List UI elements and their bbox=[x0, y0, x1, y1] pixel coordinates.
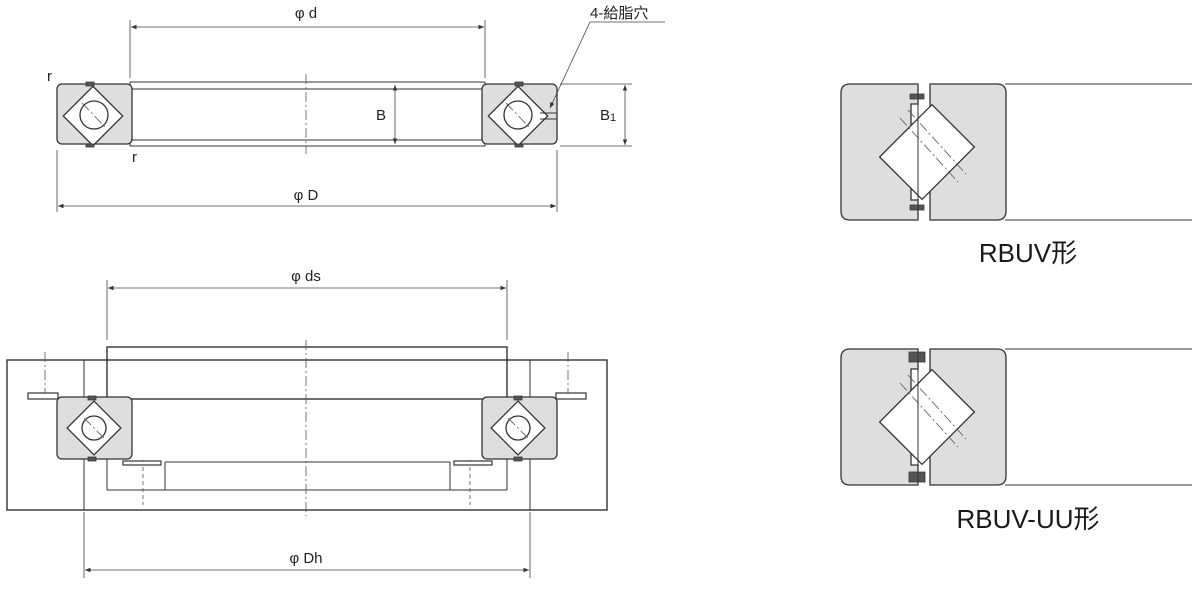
caption-rbuv-uu: RBUV-UU形 bbox=[956, 504, 1099, 534]
label-phi-D: φ D bbox=[294, 187, 319, 204]
left-mounted-bearing bbox=[56, 395, 133, 462]
mounting-assembly-view: φ ds bbox=[6, 268, 608, 578]
label-phi-Dh: φ Dh bbox=[289, 550, 322, 567]
label-r-top: r bbox=[47, 68, 52, 85]
caption-rbuv: RBUV形 bbox=[979, 238, 1077, 268]
bearing-section-view: φ d 4-給脂穴 r r B B1 φ D bbox=[47, 5, 665, 212]
rbuv-uu-detail bbox=[840, 348, 1192, 486]
label-r-bottom: r bbox=[132, 149, 137, 166]
label-B: B bbox=[376, 107, 386, 124]
label-grease-holes: 4-給脂穴 bbox=[590, 5, 648, 22]
label-phi-ds: φ ds bbox=[291, 268, 321, 285]
left-bearing-section bbox=[56, 81, 133, 148]
right-bearing-section bbox=[481, 81, 558, 148]
rbuv-detail bbox=[840, 83, 1192, 221]
right-mounted-bearing bbox=[481, 395, 558, 462]
label-phi-d: φ d bbox=[295, 5, 317, 22]
label-B1: B1 bbox=[600, 107, 616, 124]
